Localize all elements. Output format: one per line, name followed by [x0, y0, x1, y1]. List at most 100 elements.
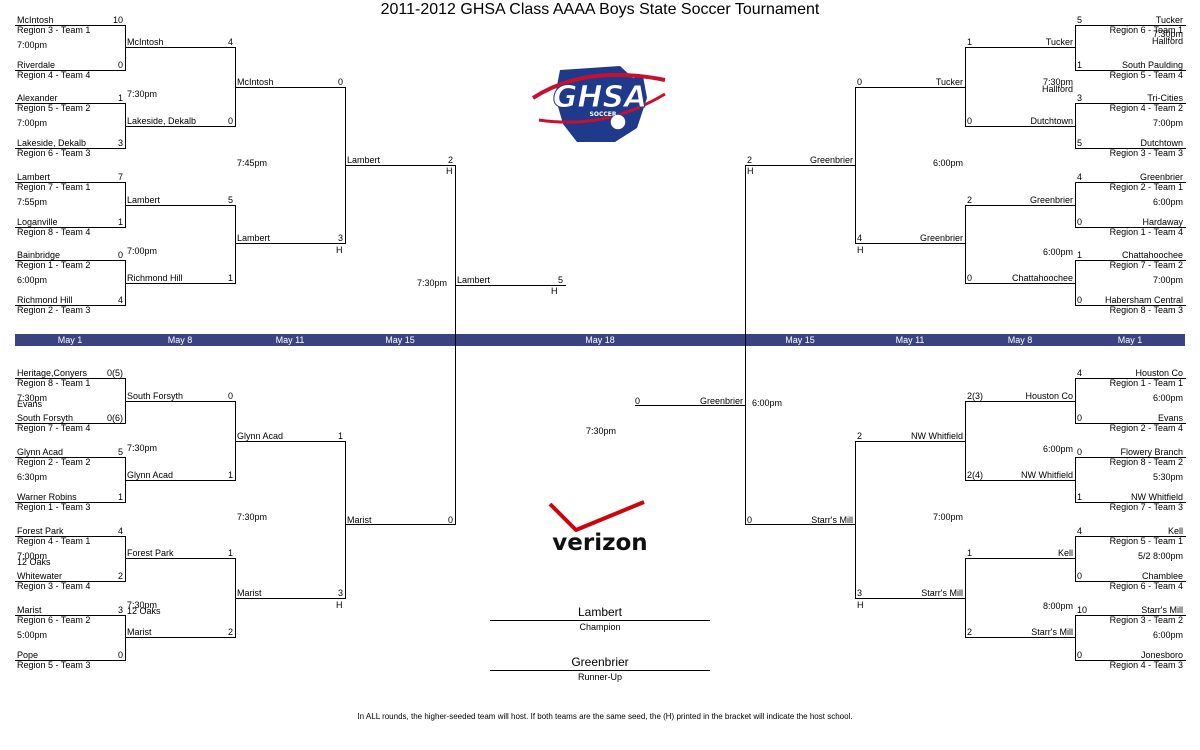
match-time: 6:30pm	[17, 472, 48, 482]
team-score: 1	[1077, 250, 1083, 260]
team-seed: Region 6 - Team 4	[1109, 581, 1183, 591]
team-name: Starr's Mill	[811, 515, 853, 525]
bracket-line	[125, 480, 236, 481]
runner-up-name: Greenbrier	[571, 655, 629, 669]
bracket-line	[1075, 502, 1186, 503]
team-seed: Region 4 - Team 4	[17, 70, 91, 80]
team-seed: Region 4 - Team 2	[1109, 103, 1183, 113]
date-bar	[15, 334, 1185, 346]
team-name: Jonesboro	[1140, 650, 1183, 660]
team-name: South Forsyth	[127, 391, 184, 401]
bracket-line	[455, 165, 456, 525]
team-seed: Region 5 - Team 4	[1109, 70, 1183, 80]
team-name: Kell	[1167, 526, 1183, 536]
champion-label: Champion	[579, 622, 621, 632]
team-score: 3	[857, 588, 863, 598]
team-seed: Region 8 - Team 1	[17, 378, 91, 388]
match-venue: Evans	[17, 399, 43, 409]
bracket-line	[855, 441, 966, 442]
team-seed: Region 8 - Team 3	[1109, 305, 1183, 315]
team-score: 2	[967, 627, 973, 637]
bracket-line	[15, 536, 126, 537]
date-label: May 1	[57, 335, 83, 345]
team-seed: Region 3 - Team 4	[17, 581, 91, 591]
bracket-line	[745, 165, 856, 166]
bracket-line	[15, 378, 126, 379]
team-name: Kell	[1057, 548, 1073, 558]
bracket-line	[965, 205, 1076, 206]
team-score: 0	[227, 391, 233, 401]
team-seed: Region 3 - Team 2	[1109, 615, 1183, 625]
bracket-line	[15, 25, 126, 26]
team-name: Glynn Acad	[17, 447, 64, 457]
team-score: 4	[1077, 368, 1083, 378]
team-seed: Region 1 - Team 3	[17, 502, 91, 512]
date-label: May 11	[275, 335, 305, 345]
team-name: Starr's Mill	[1141, 605, 1183, 615]
finalist-left-score: 5	[557, 275, 563, 285]
team-seed: Region 2 - Team 1	[1109, 182, 1183, 192]
team-seed: Region 2 - Team 3	[17, 305, 91, 315]
date-label: May 8	[167, 335, 193, 345]
team-name: Bainbridge	[17, 250, 61, 260]
team-name: Glynn Acad	[127, 470, 174, 480]
date-label: May 8	[1007, 335, 1033, 345]
page-title: 2011-2012 GHSA Class AAAA Boys State Soc…	[380, 1, 820, 18]
team-score: 0(6)	[106, 413, 123, 423]
team-name: NW Whitfield	[910, 431, 963, 441]
team-name: Lambert	[347, 155, 381, 165]
team-name: Chattahoochee	[1121, 250, 1183, 260]
team-score: 4	[117, 295, 123, 305]
date-label: May 15	[385, 335, 415, 345]
match-time: 7:30pm	[237, 512, 268, 522]
team-name: McIntosh	[17, 15, 54, 25]
bracket-line	[125, 536, 126, 582]
match-time: 7:55pm	[17, 197, 48, 207]
match-time: 7:00pm	[17, 40, 48, 50]
bracket-line	[1075, 536, 1186, 537]
team-score: 2(4)	[967, 470, 984, 480]
team-score: 1	[117, 93, 123, 103]
match-venue: 12 Oaks	[127, 605, 161, 616]
team-seed: Region 1 - Team 4	[1109, 227, 1183, 237]
team-score: 10	[1077, 605, 1088, 615]
bracket-line	[235, 598, 346, 599]
team-name: Warner Robins	[17, 492, 77, 502]
team-score: 0	[1077, 571, 1083, 581]
bracket-line	[1075, 148, 1186, 149]
team-name: Richmond Hill	[17, 295, 73, 305]
team-score: 2	[447, 155, 453, 165]
match-time: 7:00pm	[1152, 275, 1183, 285]
ghsa-soccer-logo: GHSA SOCCER	[525, 58, 675, 148]
bracket-line	[745, 524, 856, 525]
bracket-line	[15, 227, 126, 228]
ghsa-logo-text: GHSA	[553, 80, 648, 115]
match-time: 7:00pm	[127, 246, 158, 256]
bracket-line	[1075, 25, 1076, 71]
team-name: Marist	[127, 627, 152, 637]
team-score: 3	[337, 233, 343, 243]
match-time: 7:30pm	[586, 426, 617, 436]
team-name: NW Whitfield	[1130, 492, 1183, 502]
team-score: 3	[117, 138, 123, 148]
bracket-line	[965, 401, 1076, 402]
bracket-line	[855, 87, 966, 88]
bracket-line	[1075, 103, 1186, 104]
team-score: 1	[227, 273, 233, 283]
match-time: 6:00pm	[1152, 393, 1183, 403]
bracket-line	[1075, 581, 1186, 582]
team-score: 2	[967, 195, 973, 205]
bracket-line	[965, 283, 1076, 284]
match-time: 7:00pm	[1152, 118, 1183, 128]
team-seed: Region 3 - Team 1	[17, 25, 91, 35]
team-score: 0(5)	[106, 368, 123, 378]
bracket-line	[125, 401, 236, 402]
team-score: 3	[337, 588, 343, 598]
bracket-line	[235, 87, 346, 88]
match-venue: 12 Oaks	[17, 557, 51, 567]
team-seed: Region 3 - Team 3	[1109, 148, 1183, 158]
team-seed: Region 1 - Team 1	[1109, 378, 1183, 388]
team-score: 7	[117, 172, 123, 182]
date-label: May 18	[585, 335, 615, 345]
